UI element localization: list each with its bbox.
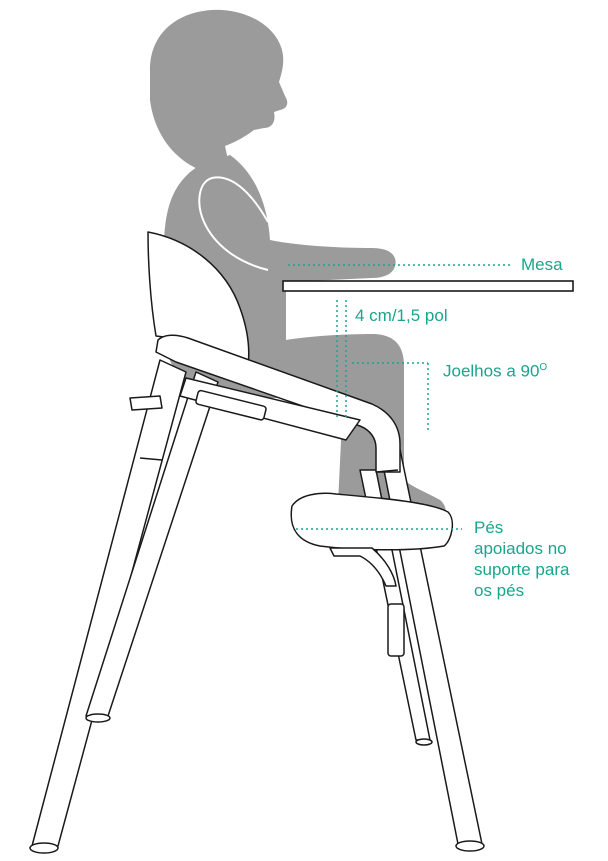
label-feet-line4: os pés	[474, 581, 525, 600]
footrest-slider	[387, 603, 405, 657]
chair-seat	[179, 377, 361, 441]
chair-foot-cap-back	[85, 713, 111, 723]
chair-foot-cap-right	[455, 840, 485, 852]
chair-leg-hinge	[139, 457, 163, 461]
footrest-bracket	[329, 547, 397, 587]
label-knees: Joelhos a 90O	[443, 357, 547, 382]
label-feet-line2: apoiados no	[474, 539, 567, 558]
label-feet-line1: Pés	[474, 518, 504, 537]
chair-foot-cap-left	[29, 842, 59, 854]
chair-armrest	[155, 334, 401, 473]
guide-lines	[288, 264, 512, 530]
child-head	[150, 9, 288, 171]
label-knees-text: Joelhos a 90	[443, 361, 540, 381]
table-tray	[282, 280, 574, 292]
chair-leg-hinge-2	[375, 469, 399, 473]
label-table: Mesa	[521, 255, 563, 274]
label-knees-degree: O	[539, 362, 548, 373]
chair-back-leg-left	[31, 359, 187, 847]
label-feet: Pés apoiados no suporte para os pés	[474, 517, 604, 601]
label-feet-line3: suporte para	[474, 560, 570, 579]
chair-foot-cap-inner	[415, 738, 433, 746]
footrest	[290, 492, 454, 551]
chair-seat-tab	[129, 395, 163, 411]
chair-strap-clip	[195, 389, 267, 421]
child-arm-contour	[198, 176, 269, 271]
label-gap: 4 cm/1,5 pol	[355, 306, 448, 325]
highchair	[29, 231, 485, 854]
